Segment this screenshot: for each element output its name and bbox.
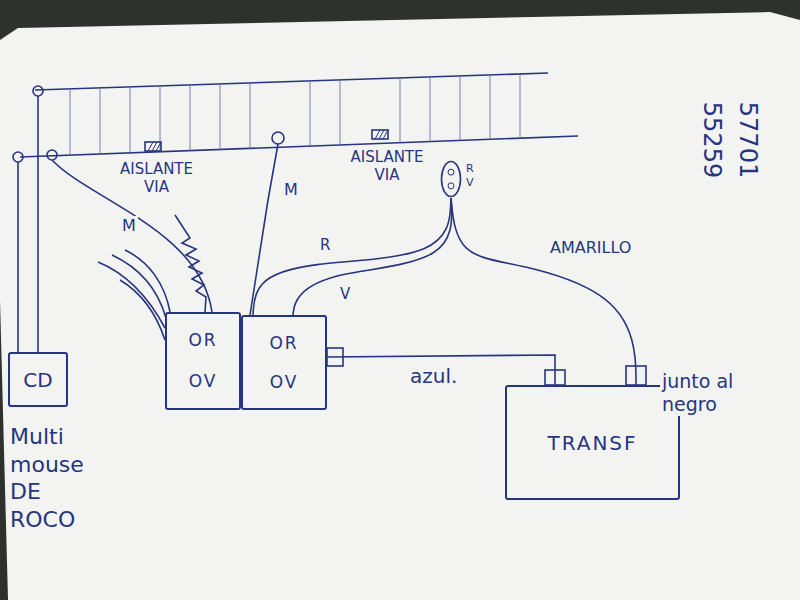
- insulator-hatch: [148, 142, 161, 151]
- wire-connector: [451, 198, 636, 385]
- sleeper: [430, 77, 431, 142]
- wire: [17, 162, 19, 352]
- sleeper: [220, 84, 221, 150]
- part-number: 57701: [734, 100, 763, 180]
- box-label: OR: [269, 333, 298, 353]
- controller-box: CDMulti mouse DE ROCO: [8, 352, 68, 407]
- sleeper: [250, 83, 251, 148]
- device-heading: Multi mouse DE ROCO: [10, 423, 96, 533]
- signal-node: RV: [440, 160, 462, 198]
- rail-contact: [272, 132, 284, 144]
- relay-box: OR OV: [165, 312, 241, 410]
- rail: [20, 136, 578, 157]
- wire-connector: [293, 198, 452, 315]
- sleeper: [460, 76, 461, 141]
- note-label: M: [120, 216, 138, 235]
- sleeper: [340, 80, 341, 145]
- rail-contact: [33, 86, 43, 96]
- insulator-symbol: [145, 142, 161, 151]
- rail-contact: [13, 152, 23, 162]
- transformer-box: TRANSF: [505, 385, 680, 500]
- sleeper: [100, 88, 101, 154]
- insulator-hatch: [375, 130, 388, 139]
- lamp-color: R: [466, 162, 474, 175]
- box-label: OV: [189, 371, 218, 391]
- wires: [18, 96, 646, 385]
- rail-contact: [47, 150, 57, 160]
- box-label: CD: [23, 368, 52, 392]
- wire-label: AMARILLO: [548, 238, 633, 257]
- sleeper: [520, 74, 521, 138]
- box-label: TRANSF: [547, 431, 637, 455]
- box-label: OR: [188, 330, 217, 350]
- sleeper: [490, 75, 491, 139]
- signal-body: [442, 162, 461, 197]
- signal-outline: [440, 160, 462, 198]
- signal-lamp: [448, 183, 454, 189]
- lamp-color: V: [466, 176, 474, 189]
- relay-box: OR OV: [241, 315, 327, 410]
- insulator-symbol: [372, 130, 388, 139]
- wire-connector: [253, 198, 451, 315]
- wire-label: azul.: [408, 364, 459, 388]
- box-label: OV: [270, 372, 299, 392]
- part-number: 55259: [698, 100, 727, 180]
- note-label: junto al negro: [660, 370, 759, 416]
- sleepers: [70, 74, 520, 155]
- note-label: AISLANTE VIA: [112, 160, 201, 196]
- wire-label: R: [318, 236, 332, 254]
- loose-wire: [112, 255, 166, 318]
- note-label: AISLANTE VIA: [340, 148, 434, 184]
- loose-wire: [120, 280, 165, 340]
- wire-label: V: [338, 285, 352, 303]
- insulator: [372, 130, 388, 139]
- feeder-wire: [250, 144, 278, 315]
- note-label: M: [282, 180, 300, 199]
- sleeper: [70, 89, 71, 155]
- loose-wire: [125, 250, 170, 312]
- wire: [37, 96, 39, 352]
- sleeper: [400, 78, 401, 143]
- resistor-symbol: [175, 215, 206, 312]
- sleeper: [130, 87, 131, 153]
- track-drawing: [13, 73, 578, 162]
- rail: [35, 73, 548, 90]
- sleeper: [190, 85, 191, 151]
- insulator: [145, 142, 161, 151]
- signal-lamp: [448, 169, 454, 175]
- sleeper: [310, 81, 311, 146]
- paper-sheet: [0, 12, 800, 600]
